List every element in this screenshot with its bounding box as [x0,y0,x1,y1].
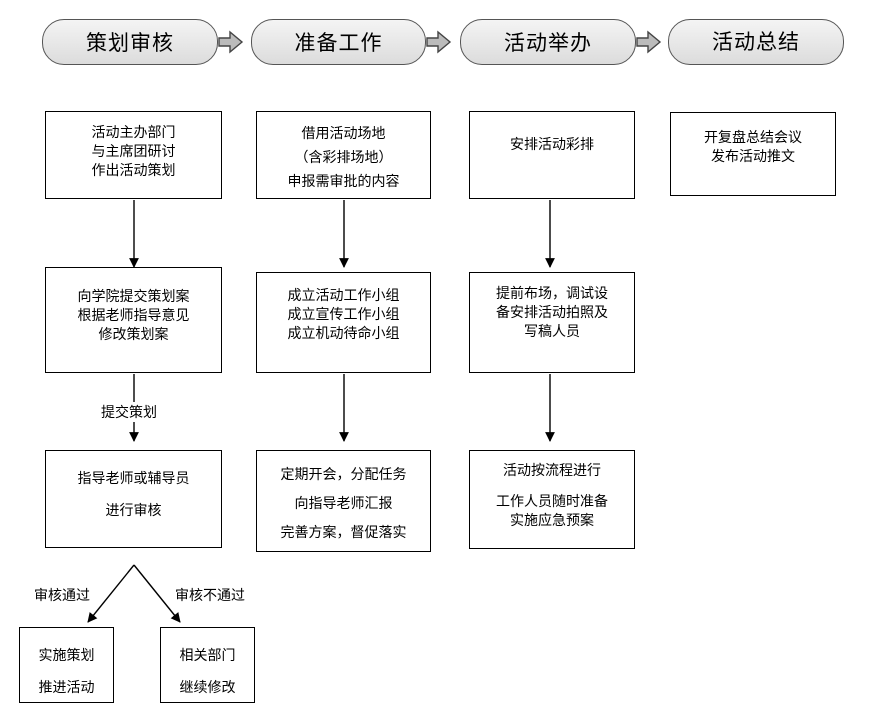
c3-setup-line-1: 提前布场，调试设 [496,286,608,302]
c2-groups-line-2: 成立宣传工作小组 [287,307,400,323]
branch-reject-line [133,564,181,623]
stage-preparation: 准备工作 [251,19,426,65]
c1-submit-line-1: 向学院提交策划案 [77,289,190,305]
rejected-line-2: 继续修改 [179,680,236,696]
c3-run-line-3: 实施应急预案 [510,513,594,529]
rejected-label: 审核不通过 [175,588,245,604]
c3-rehearsal-line-1: 安排活动彩排 [510,137,594,153]
c4-review-line-2: 发布活动推文 [711,149,795,165]
c1-submit-line-3: 修改策划案 [98,327,169,343]
c1-planning-line-1: 活动主办部门 [91,125,176,141]
stage-event-summary: 活动总结 [668,19,844,65]
c1-planning-line-3: 作出活动策划 [91,163,176,179]
c2-venue-line-3: 申报需审批的内容 [287,174,400,190]
approved-box: 实施策划 推进活动 [19,627,114,703]
stage-arrow-3 [636,30,662,54]
c2-meetings-box: 定期开会，分配任务 向指导老师汇报 完善方案，督促落实 [256,450,431,552]
c2-meetings-line-3: 完善方案，督促落实 [280,525,407,541]
c3-run-line-2: 工作人员随时准备 [496,494,608,510]
c4-review-line-1: 开复盘总结会议 [704,130,802,146]
stage-event-hosting: 活动举办 [460,19,636,65]
c1-review-line-1: 指导老师或辅导员 [77,471,190,487]
rejected-box: 相关部门 继续修改 [160,627,255,703]
c2-groups-box: 成立活动工作小组 成立宣传工作小组 成立机动待命小组 [256,272,431,373]
stage-arrow-1 [218,30,244,54]
approved-label: 审核通过 [34,588,90,604]
c1-submit-line-2: 根据老师指导意见 [77,308,190,324]
c2-venue-line-1: 借用活动场地 [301,126,386,142]
c2-groups-line-1: 成立活动工作小组 [287,288,400,304]
approved-line-2: 推进活动 [38,680,95,696]
rejected-line-1: 相关部门 [179,648,236,664]
c2-venue-box: 借用活动场地 （含彩排场地） 申报需审批的内容 [256,111,431,199]
c3-setup-line-3: 写稿人员 [524,324,580,340]
c1-review-box: 指导老师或辅导员 进行审核 [45,450,222,548]
submit-plan-label: 提交策划 [101,402,157,422]
branch-approve-line [87,564,135,623]
stage-arrow-2 [426,30,452,54]
stage-planning-review: 策划审核 [42,19,218,65]
c1-review-line-2: 进行审核 [105,503,162,519]
c3-run-line-1: 活动按流程进行 [503,463,601,479]
c3-run-box: 活动按流程进行 工作人员随时准备 实施应急预案 [469,450,635,549]
c2-venue-line-2: （含彩排场地） [294,150,393,166]
c2-groups-line-3: 成立机动待命小组 [287,326,400,342]
c3-setup-box: 提前布场，调试设 备安排活动拍照及 写稿人员 [469,272,635,373]
approved-line-1: 实施策划 [38,648,95,664]
c3-setup-line-2: 备安排活动拍照及 [496,305,608,321]
c4-review-meeting-box: 开复盘总结会议 发布活动推文 [670,112,836,196]
c3-rehearsal-box: 安排活动彩排 [469,111,635,199]
c2-meetings-line-2: 向指导老师汇报 [294,496,393,512]
c1-planning-line-2: 与主席团研讨 [91,144,176,160]
c2-meetings-line-1: 定期开会，分配任务 [280,467,407,483]
c1-planning-box: 活动主办部门 与主席团研讨 作出活动策划 [45,111,222,199]
c1-submit-box: 向学院提交策划案 根据老师指导意见 修改策划案 [45,267,222,373]
